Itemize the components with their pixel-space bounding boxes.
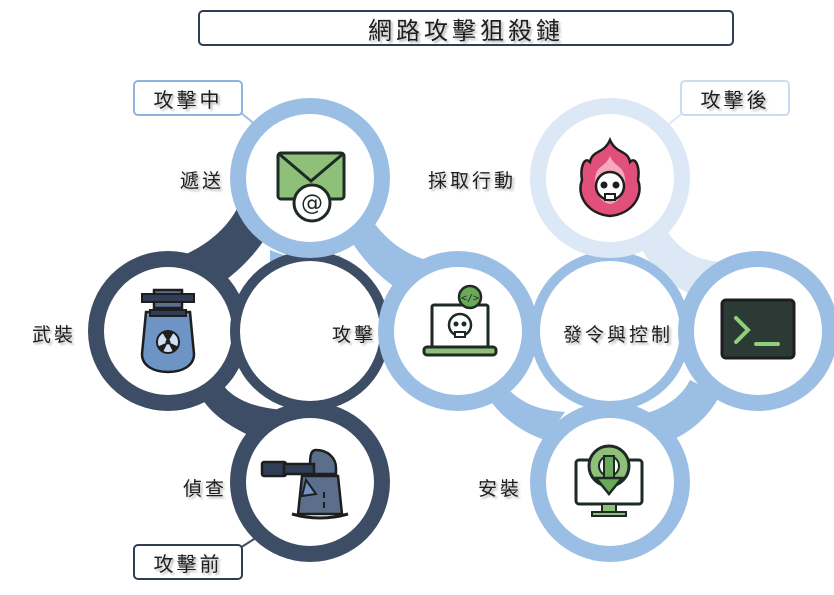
stage-c2-label: 發令與控制 [563,324,674,346]
stage-exploit-label: 攻擊 [332,324,377,346]
stage-install-label: 安裝 [478,478,523,500]
diagram-title: 網路攻擊狙殺鏈 [198,10,734,46]
nuclear-bomb-icon [140,288,196,374]
phase-after-label: 攻擊後 [680,80,790,116]
blue-connector-lower [490,380,565,440]
callout-line-during [239,111,263,131]
stage-delivery-label: 遞送 [180,170,225,192]
svg-text:</>: </> [461,293,479,304]
phase-before-label: 攻擊前 [133,544,243,580]
email-at-icon: @ [276,151,346,223]
laptop-skull-code-icon: </> [422,284,498,357]
stage-actions-label: 採取行動 [428,170,517,192]
phase-during-label: 攻擊中 [133,80,243,116]
stage-recon-label: 偵查 [183,478,228,500]
svg-text:@: @ [301,191,323,216]
soldier-binoculars-icon [260,448,349,520]
terminal-prompt-icon [720,298,796,360]
flaming-skull-icon [579,136,641,218]
stage-weaponize-label: 武裝 [32,324,77,346]
callout-line-before [239,533,263,549]
monitor-download-gear-icon [574,444,644,517]
